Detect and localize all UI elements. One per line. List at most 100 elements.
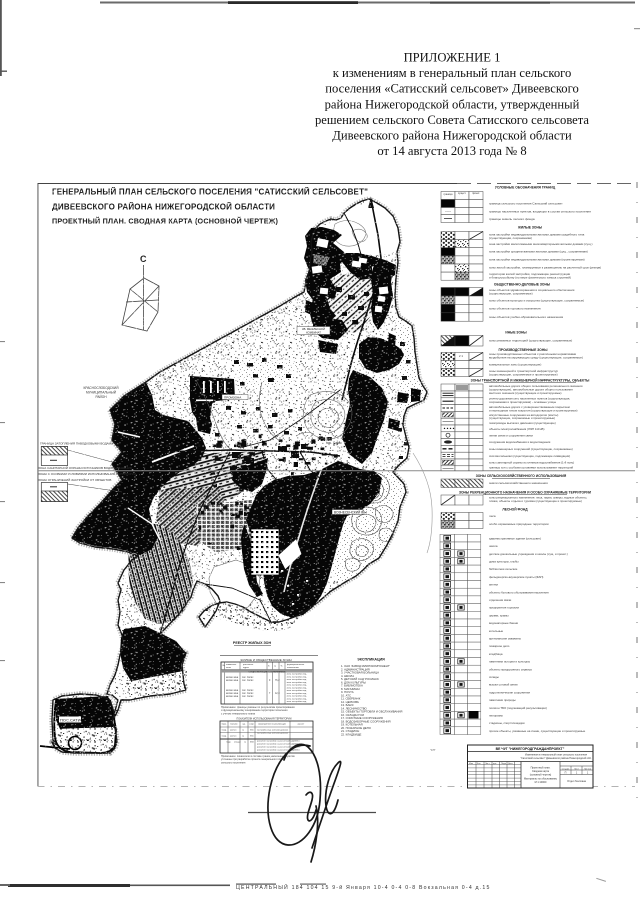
svg-text:(существующая, сохраняемая): (существующая, сохраняемая) (489, 236, 532, 240)
svg-text:жилая зона: жилая зона (226, 677, 239, 679)
svg-text:12. ЦЕРКОВЬ: 12. ЦЕРКОВЬ (341, 700, 359, 704)
svg-text:(основной чертеж): (основной чертеж) (530, 774, 552, 777)
svg-text:РЕЕСТР ЖИЛЫХ ЗОН: РЕЕСТР ЖИЛЫХ ЗОН (233, 641, 272, 645)
svg-text:3. УЧАСТКОВАЯ БОЛЬНИЦА: 3. УЧАСТКОВАЯ БОЛЬНИЦА (341, 671, 379, 675)
svg-text:прочие объекты, указанные на с: прочие объекты, указанные на схеме, суще… (489, 729, 586, 733)
svg-text:адрес: адрес (243, 667, 250, 669)
svg-text:водонапорные башни: водонапорные башни (489, 621, 519, 625)
svg-text:автомобильные дороги общего по: автомобильные дороги общего пользования … (489, 384, 583, 388)
svg-text:(существующие, сохраняемые): (существующие, сохраняемые) (489, 292, 533, 296)
svg-text:пос. Сатис: пос. Сатис (242, 693, 254, 695)
svg-text:га: га (274, 666, 277, 668)
svg-text:га: га (242, 736, 245, 738)
svg-text:вышки сотовой связи: вышки сотовой связи (489, 683, 518, 687)
svg-text:ЗОНА САНИТАРНОЙ ОХРАНЫ ИСТОЧНИ: ЗОНА САНИТАРНОЙ ОХРАНЫ ИСТОЧНИКОВ ВОДОСН… (38, 466, 132, 470)
svg-text:памятники природы: памятники природы (489, 698, 516, 702)
svg-text:терр.: терр. (222, 730, 228, 732)
svg-text:пос. Сатис: пос. Сатис (326, 441, 342, 445)
svg-text:зоны объектов культуры и искус: зоны объектов культуры и искусства (суще… (489, 299, 584, 303)
svg-text:21. СТАДИОН: 21. СТАДИОН (341, 729, 359, 733)
svg-text:МУНИЦИПАЛЬНЫЙ: МУНИЦИПАЛЬНЫЙ (86, 391, 117, 395)
svg-text:зоны объектов торгового назнач: зоны объектов торгового назначения (489, 307, 541, 311)
svg-text:ПРОИЗВОДСТВЕННЫЕ ЗОНЫ: ПРОИЗВОДСТВЕННЫЕ ЗОНЫ (499, 348, 548, 352)
svg-text:фельдшерско-акушерские пункты: фельдшерско-акушерские пункты (ФАП) (489, 575, 543, 579)
svg-text:показат.: показат. (230, 724, 238, 726)
svg-text:ЛЕСНОЙ ФОНД: ЛЕСНОЙ ФОНД (502, 508, 528, 512)
svg-text:проект.: проект. (472, 192, 480, 195)
svg-text:граница сельского поселения Са: граница сельского поселения Сатисский се… (489, 202, 563, 206)
svg-text:13. БАНЯ: 13. БАНЯ (341, 703, 353, 707)
svg-text:пляжи, объекты отдыха и туризм: пляжи, объекты отдыха и туризма (существ… (489, 499, 582, 503)
svg-text:Стадия: Стадия (562, 768, 570, 770)
svg-text:га 684,5: га 684,5 (292, 744, 300, 746)
svg-text:пос. Сатис: пос. Сатис (242, 677, 254, 679)
svg-text:ГРАНИЦА ЗАТОПЛЕНИЯ ПАВОДКОВЫМИ: ГРАНИЦА ЗАТОПЛЕНИЯ ПАВОДКОВЫМИ ВОДАМИ (40, 442, 113, 446)
svg-text:Изм: Изм (469, 763, 473, 765)
svg-text:линии связи и сооружения связи: линии связи и сооружения связи (489, 434, 533, 438)
svg-text:зона застройки инд.: зона застройки инд. (287, 695, 308, 698)
svg-text:решением сельского Совета Сати: решением сельского Совета Сатисского сел… (315, 113, 589, 127)
svg-text:жилая: жилая (230, 730, 237, 732)
svg-text:ПОКАЗАТЕЛИ ИСПОЛЬЗОВАНИЯ ТЕРРИ: ПОКАЗАТЕЛИ ИСПОЛЬЗОВАНИЯ ТЕРРИТОРИИ (237, 718, 292, 721)
svg-text:4. ШКОЛА: 4. ШКОЛА (341, 674, 354, 678)
svg-text:ЖИЛЫЕ ЗОНЫ: ЖИЛЫЕ ЗОНЫ (517, 226, 542, 230)
svg-text:РАЙОН: РАЙОН (95, 395, 107, 399)
svg-text:зоны инженерной и транспортной: зоны инженерной и транспортной инфрастру… (489, 369, 558, 373)
svg-text:Подп: Подп (501, 763, 506, 765)
svg-text:зона застройки инд.: зона застройки инд. (287, 700, 308, 703)
svg-text:S: S (268, 666, 270, 668)
svg-text:функциональное: функциональное (287, 663, 305, 666)
svg-text:га 684,5: га 684,5 (292, 741, 300, 743)
svg-text:развитие застройки на расчетны: развитие застройки на расчетный срок (257, 746, 295, 749)
svg-text:местного значения (существующи: местного значения (существующие и проект… (489, 391, 562, 395)
svg-text:особо охраняемые природные тер: особо охраняемые природные территории (489, 522, 549, 526)
svg-text:с учетом генерального плана: с учетом генерального плана (221, 712, 256, 715)
svg-text:ПРОМЗОНА: ПРОМЗОНА (224, 396, 241, 400)
svg-text:Сводная карта: Сводная карта (532, 770, 550, 773)
svg-text:территории жилой застройки, по: территории жилой застройки, подлежащие р… (489, 272, 571, 276)
svg-text:684: 684 (250, 742, 254, 744)
svg-text:ед.: ед. (243, 724, 246, 726)
svg-text:18. ВОДОЗАБОРНЫЕ СООРУЖЕНИЯ: 18. ВОДОЗАБОРНЫЕ СООРУЖЕНИЯ (341, 719, 391, 723)
svg-text:зона застройки инд.: зона застройки инд. (287, 689, 308, 692)
svg-text:8. МАГАЗИНЫ: 8. МАГАЗИНЫ (341, 687, 360, 691)
svg-text:объекты придорожного сервиса: объекты придорожного сервиса (489, 667, 532, 671)
svg-text:зона застройки инд.: зона застройки инд. (287, 686, 308, 689)
svg-text:СУЩЕСТВУЮЩИЕ СОХРАНЯЕМЫЕ: СУЩЕСТВУЮЩИЕ СОХРАНЯЕМЫЕ (248, 670, 286, 673)
svg-text:зона застройки индивидуальными: зона застройки индивидуальными жилыми до… (489, 258, 585, 262)
svg-text:автомобильные дороги с усоверш: автомобильные дороги с усовершенствованн… (489, 405, 570, 409)
svg-text:района Нижегородской области,: района Нижегородской области, утвержденн… (325, 97, 580, 111)
svg-text:ЗОНЫ СЕЛЬСКОХОЗЯЙСТВЕННОГО ИСП: ЗОНЫ СЕЛЬСКОХОЗЯЙСТВЕННОГО ИСПОЛЬЗОВАНИЯ (476, 474, 567, 478)
svg-text:гидротехнические сооружения: гидротехнические сооружения (489, 690, 530, 694)
svg-text:сохраняемая и проектируемая) -: сохраняемая и проектируемая) - основные … (489, 400, 556, 404)
svg-text:17. ОЧИСТНЫЕ СООРУЖЕНИЯ: 17. ОЧИСТНЫЕ СООРУЖЕНИЯ (341, 716, 383, 720)
svg-text:9. ПОЧТА: 9. ПОЧТА (341, 690, 354, 694)
svg-text:док: док (493, 763, 496, 765)
svg-text:зоны жилой застройки, планируе: зоны жилой застройки, планируемые к разм… (489, 266, 601, 270)
svg-text:ЗОНЫ ОГРАНИЧЕНИЙ ЗАСТРОЙКИ ОТ: ЗОНЫ ОГРАНИЧЕНИЙ ЗАСТРОЙКИ ОТ ОБЪЕКТОВ (38, 478, 111, 482)
svg-text:терр.: терр. (222, 724, 227, 726)
svg-text:7. БИБЛИОТЕКА: 7. БИБЛИОТЕКА (341, 684, 363, 688)
svg-text:зона застройки инд.: зона застройки инд. (287, 697, 308, 700)
svg-text:га 684,5: га 684,5 (292, 750, 300, 752)
svg-text:границы населенных пунктов, вх: границы населенных пунктов, входящих в с… (489, 210, 591, 214)
svg-text:общая: общая (234, 742, 241, 744)
svg-text:1. ОАО 'ЗАВОД МИКРОКОМПОНЕНТ': 1. ОАО 'ЗАВОД МИКРОКОМПОНЕНТ' (341, 664, 390, 668)
svg-text:отделения связи: отделения связи (489, 598, 512, 602)
svg-text:10. АТС: 10. АТС (341, 693, 351, 697)
svg-text:ОБЩЕСТВЕННО-ДЕЛОВЫЕ ЗОНЫ: ОБЩЕСТВЕННО-ДЕЛОВЫЕ ЗОНЫ (494, 283, 550, 287)
svg-text:и переходным типом покрытия (с: и переходным типом покрытия (существующи… (489, 408, 578, 412)
svg-text:сущест.: сущест. (458, 192, 467, 195)
svg-text:Дивеевского района Нижегородск: Дивеевского района Нижегородской области (332, 129, 572, 143)
svg-text:жилая зона: жилая зона (226, 690, 239, 692)
svg-text:КВ. МЕЖЛЕСНОЙ: КВ. МЕЖЛЕСНОЙ (302, 327, 325, 331)
svg-text:19. КОТЕЛЬНАЯ: 19. КОТЕЛЬНАЯ (341, 723, 363, 727)
svg-text:зона застройки инд.: зона застройки инд. (287, 684, 308, 687)
svg-text:сооружения водоснабжения и вод: сооружения водоснабжения и водоотведения (489, 440, 551, 444)
svg-text:административные здания (сельс: административные здания (сельсовет) (489, 536, 541, 540)
svg-text:зона застройки инд.: зона застройки инд. (287, 678, 308, 681)
svg-text:к изменениям в генеральный пла: к изменениям в генеральный план сельског… (333, 66, 572, 80)
svg-text:леса: леса (489, 514, 496, 518)
svg-text:Примечание: границы указаны по: Примечание: границы указаны по результат… (221, 706, 295, 709)
svg-text:библиотеки сельские: библиотеки сельские (489, 567, 518, 571)
